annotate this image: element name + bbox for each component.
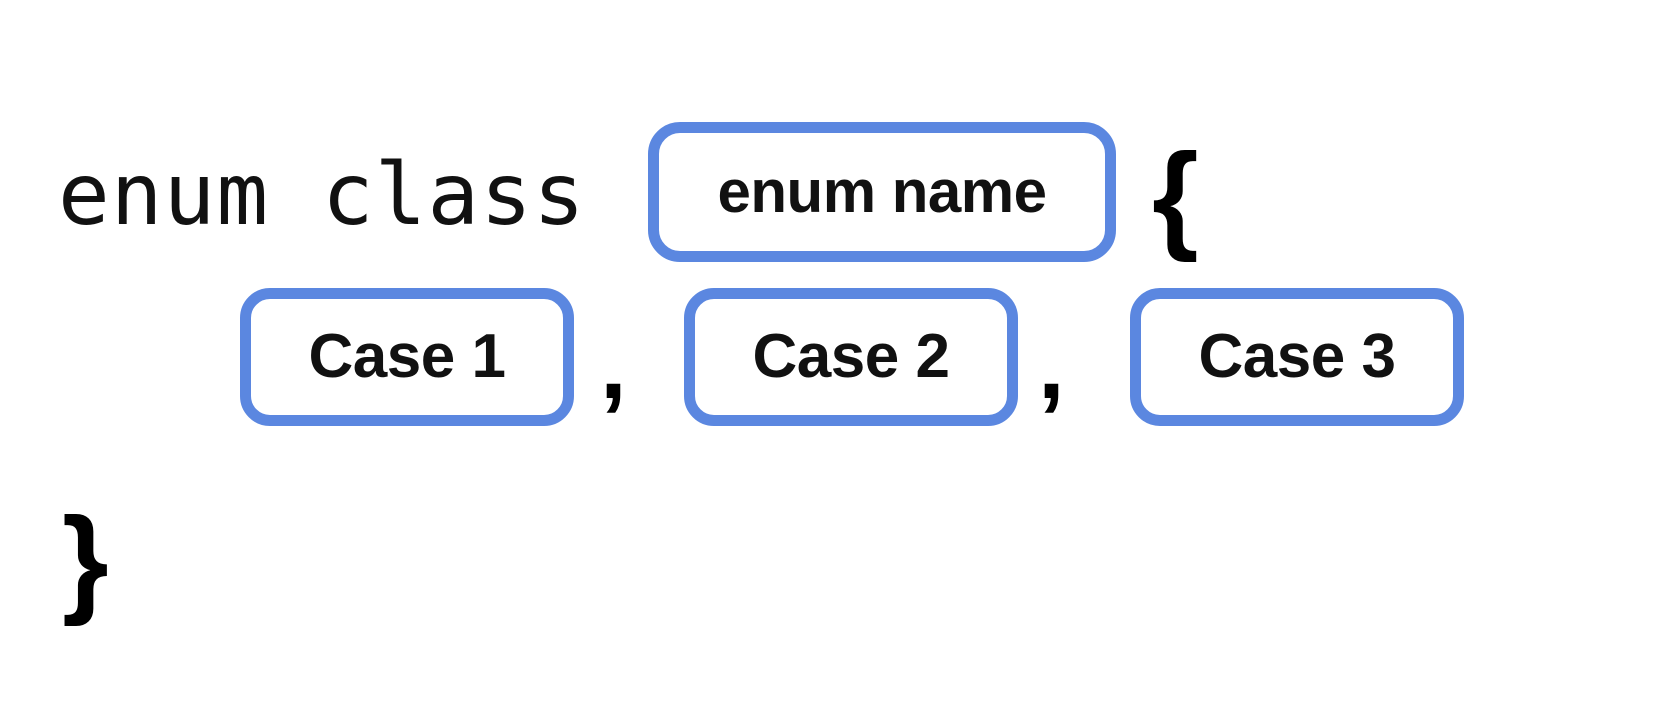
slot-enum-name-label: enum name [717, 158, 1047, 225]
keyword-enum-class: enum class [58, 145, 586, 245]
slot-enum-name[interactable]: enum name [648, 122, 1116, 262]
slot-case-2-label: Case 2 [752, 322, 950, 391]
slot-case-3[interactable]: Case 3 [1130, 288, 1464, 426]
brace-open: { [1152, 129, 1199, 263]
slot-case-3-label: Case 3 [1198, 322, 1396, 391]
separator-comma-1: , [600, 312, 627, 419]
separator-comma-2: , [1038, 312, 1065, 419]
slot-case-2[interactable]: Case 2 [684, 288, 1018, 426]
slot-case-1-label: Case 1 [308, 322, 506, 391]
slot-case-1[interactable]: Case 1 [240, 288, 574, 426]
brace-close: } [62, 493, 109, 627]
